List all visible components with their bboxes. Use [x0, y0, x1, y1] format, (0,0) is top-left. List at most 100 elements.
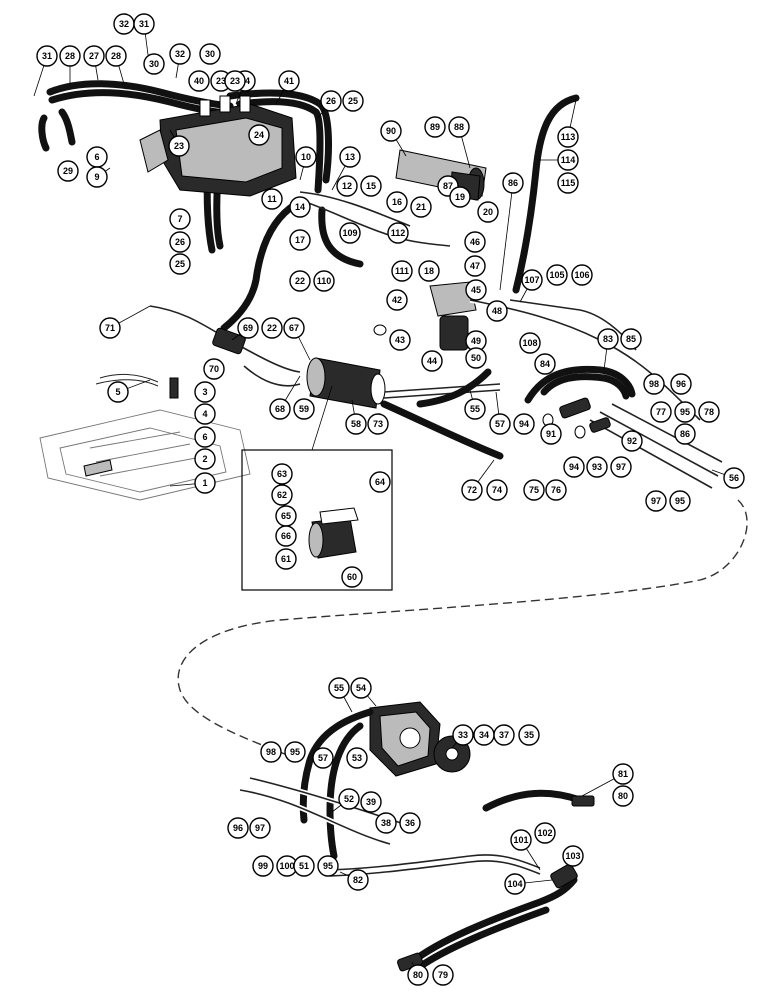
callout-circle — [338, 788, 360, 810]
callout-number: 24 — [254, 130, 264, 140]
callout-circle — [169, 208, 191, 230]
callout-number: 57 — [495, 419, 505, 429]
callout-number: 30 — [205, 49, 215, 59]
callout-circle — [369, 471, 391, 493]
callout-circle — [194, 426, 216, 448]
callout-number: 98 — [266, 747, 276, 757]
callout-circle — [493, 724, 515, 746]
callout-number: 21 — [416, 202, 426, 212]
callout-bubble: 109 — [339, 222, 361, 244]
callout-number: 87 — [443, 181, 453, 191]
callout-circle — [643, 373, 665, 395]
callout-number: 5 — [115, 387, 120, 397]
callout-bubble: 3 — [194, 381, 216, 403]
callout-circle — [389, 329, 411, 351]
callout-leader-line — [499, 182, 514, 291]
callout-number: 72 — [467, 485, 477, 495]
callout-bubble: 86 — [502, 172, 524, 194]
callout-number: 99 — [258, 861, 268, 871]
callout-number: 13 — [345, 152, 355, 162]
callout-number: 46 — [470, 237, 480, 247]
callout-bubble: 76 — [545, 479, 567, 501]
callout-number: 31 — [139, 19, 149, 29]
callout-circle — [341, 566, 363, 588]
callout-bubble: 97 — [610, 456, 632, 478]
callout-bubble: 57 — [312, 747, 334, 769]
callout-number: 95 — [680, 407, 690, 417]
callout-number: 2 — [202, 454, 207, 464]
callout-bubble: 73 — [367, 413, 389, 435]
callout-bubble: 53 — [346, 747, 368, 769]
callout-number: 50 — [471, 353, 481, 363]
callout-number: 14 — [295, 202, 305, 212]
callout-number: 61 — [281, 554, 291, 564]
callout-circle — [199, 43, 221, 65]
callout-circle — [670, 373, 692, 395]
callout-bubble: 32 — [169, 43, 191, 65]
callout-bubble: 31 — [133, 13, 155, 35]
callout-number: 65 — [281, 511, 291, 521]
callout-bubble: 46 — [464, 231, 486, 253]
callout-circle — [188, 70, 210, 92]
callout-bubble: 26 — [169, 231, 191, 253]
callout-number: 91 — [546, 429, 556, 439]
callout-bubble: 1 — [194, 472, 216, 494]
callout-number: 104 — [507, 879, 522, 889]
callout-circle — [557, 149, 579, 171]
callout-circle — [317, 855, 339, 877]
callout-bubble: 21 — [410, 196, 432, 218]
callout-number: 28 — [111, 51, 121, 61]
callout-circle — [342, 90, 364, 112]
callout-bubble: 47 — [464, 255, 486, 277]
callout-circle — [432, 964, 454, 986]
callout-number: 52 — [344, 794, 354, 804]
callout-bubble: 13 — [339, 146, 361, 168]
callout-circle — [557, 126, 579, 148]
callout-bubble: 55 — [328, 677, 350, 699]
callout-bubble: 89 — [424, 116, 446, 138]
callout-number: 31 — [42, 51, 52, 61]
callout-bubble: 6 — [86, 146, 108, 168]
callout-circle — [86, 166, 108, 188]
callout-bubble: 29 — [57, 160, 79, 182]
callout-number: 76 — [551, 485, 561, 495]
callout-bubble: 95 — [669, 490, 691, 512]
callout-number: 11 — [267, 194, 277, 204]
callout-number: 39 — [366, 797, 376, 807]
callout-bubble: 80 — [407, 964, 429, 986]
callout-bubble: 56 — [723, 467, 745, 489]
callout-bubble: 63 — [271, 463, 293, 485]
callout-number: 80 — [413, 970, 423, 980]
inset-box — [241, 385, 393, 591]
callout-circle — [271, 484, 293, 506]
upper-assembly-artwork — [38, 80, 724, 501]
callout-bubble: 80 — [612, 785, 634, 807]
callout-number: 107 — [524, 275, 539, 285]
callout-circle — [350, 677, 372, 699]
callout-circle — [248, 124, 270, 146]
callout-circle — [502, 172, 524, 194]
callout-circle — [521, 269, 543, 291]
callout-circle — [83, 45, 105, 67]
callout-circle — [36, 45, 58, 67]
callout-bubble: 15 — [360, 175, 382, 197]
callout-number: 69 — [243, 323, 253, 333]
callout-bubble: 106 — [571, 264, 593, 286]
callout-number: 109 — [342, 228, 357, 238]
callout-number: 92 — [627, 436, 637, 446]
callout-circle — [612, 785, 634, 807]
callout-bubble: 95 — [317, 855, 339, 877]
callout-circle — [410, 196, 432, 218]
callout-circle — [698, 401, 720, 423]
callout-bubble: 97 — [645, 490, 667, 512]
callout-number: 63 — [277, 469, 287, 479]
callout-bubble: 58 — [345, 413, 367, 435]
callout-number: 26 — [326, 96, 336, 106]
callout-number: 95 — [290, 747, 300, 757]
callout-bubble: 79 — [432, 964, 454, 986]
callout-number: 7 — [177, 214, 182, 224]
callout-number: 111 — [395, 266, 409, 276]
callout-bubble: 57 — [489, 413, 511, 435]
callout-circle — [375, 812, 397, 834]
callout-circle — [169, 43, 191, 65]
